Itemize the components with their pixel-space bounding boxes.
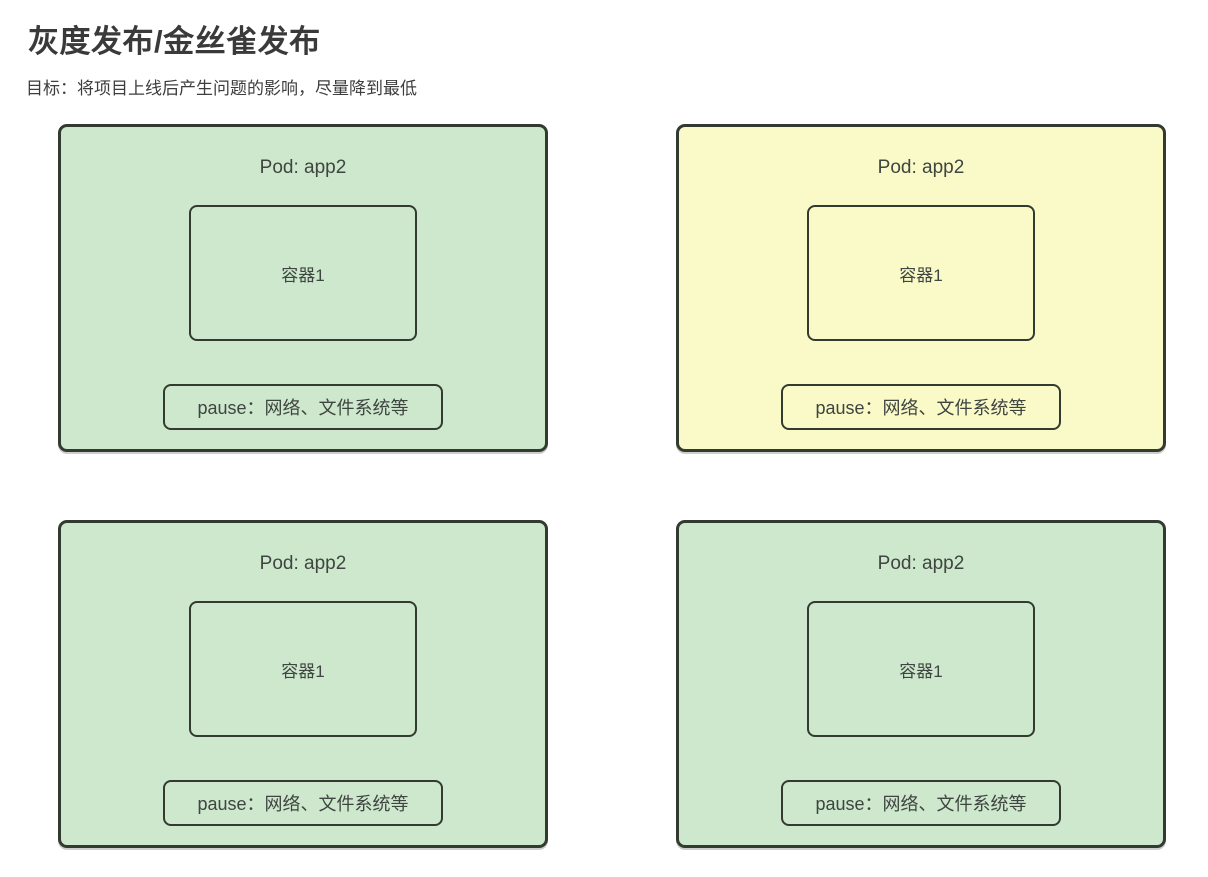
pause-box: pause：网络、文件系统等 — [163, 384, 443, 430]
pod-box-bottom-left: Pod: app2 容器1 pause：网络、文件系统等 — [58, 520, 548, 848]
container-label: 容器1 — [899, 661, 943, 681]
container-label: 容器1 — [281, 661, 325, 681]
pod-title: Pod: app2 — [877, 157, 965, 178]
container-box: 容器1 — [189, 601, 417, 737]
pause-label: pause：网络、文件系统等 — [197, 398, 409, 418]
pause-label: pause：网络、文件系统等 — [815, 794, 1027, 814]
page-title: 灰度发布/金丝雀发布 — [28, 24, 321, 59]
pod-title: Pod: app2 — [877, 553, 965, 574]
pause-label: pause：网络、文件系统等 — [815, 398, 1027, 418]
pod-box-top-left: Pod: app2 容器1 pause：网络、文件系统等 — [58, 124, 548, 452]
pod-title: Pod: app2 — [259, 553, 347, 574]
pause-box: pause：网络、文件系统等 — [781, 384, 1061, 430]
pod-box-bottom-right: Pod: app2 容器1 pause：网络、文件系统等 — [676, 520, 1166, 848]
container-label: 容器1 — [899, 265, 943, 285]
container-box: 容器1 — [807, 205, 1035, 341]
pause-box: pause：网络、文件系统等 — [163, 780, 443, 826]
pause-box: pause：网络、文件系统等 — [781, 780, 1061, 826]
container-box: 容器1 — [807, 601, 1035, 737]
container-label: 容器1 — [281, 265, 325, 285]
pause-label: pause：网络、文件系统等 — [197, 794, 409, 814]
pod-title: Pod: app2 — [259, 157, 347, 178]
pod-box-top-right: Pod: app2 容器1 pause：网络、文件系统等 — [676, 124, 1166, 452]
container-box: 容器1 — [189, 205, 417, 341]
page-subtitle: 目标：将项目上线后产生问题的影响，尽量降到最低 — [26, 79, 417, 98]
